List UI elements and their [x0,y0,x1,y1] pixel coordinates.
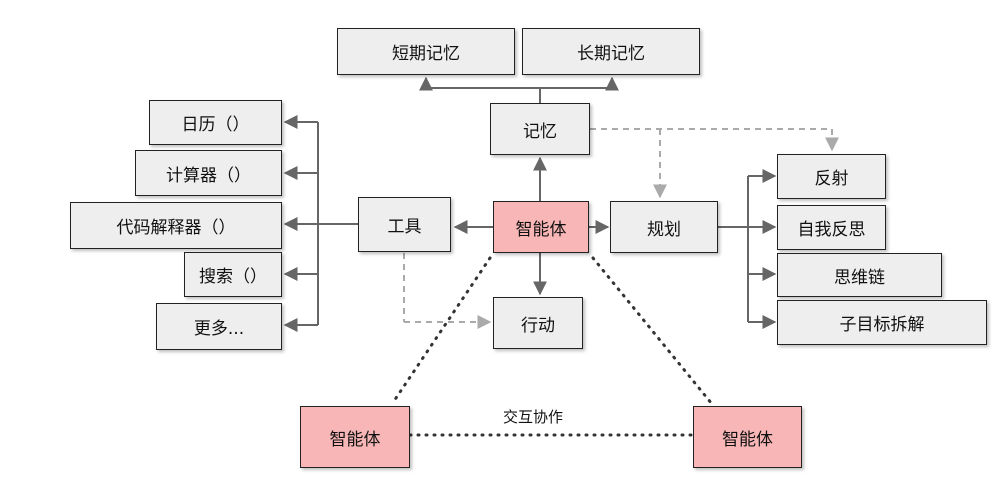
calendar-tool-box: 日历（） [149,100,282,145]
memory-to-stores-connector [419,76,619,103]
planning-to-list-connector [718,169,777,329]
action-box: 行动 [493,297,583,349]
collaboration-dotted-lines [390,256,714,437]
more-tools-box: 更多... [156,303,282,350]
short-term-memory-box: 短期记忆 [337,28,515,75]
tools-to-action-dashed [403,253,492,329]
interaction-label: 交互协作 [503,408,564,426]
memory-box: 记忆 [490,103,590,155]
agent-center-box: 智能体 [493,201,589,253]
code-interpreter-tool-box: 代码解释器（） [70,202,282,249]
memory-to-planning-dashed [590,128,839,199]
subgoal-decomposition-box: 子目标拆解 [777,300,987,345]
agent-left-box: 智能体 [300,406,410,468]
calculator-tool-box: 计算器（） [135,150,282,196]
planning-box: 规划 [610,201,718,253]
chain-of-thought-box: 思维链 [777,253,942,297]
self-critique-box: 自我反思 [777,205,886,250]
search-tool-box: 搜索（） [184,252,282,297]
tools-box: 工具 [358,197,451,252]
agent-right-box: 智能体 [693,406,802,468]
long-term-memory-box: 长期记忆 [522,28,700,75]
reflection-box: 反射 [777,154,886,199]
tools-to-list-connector [283,115,358,332]
